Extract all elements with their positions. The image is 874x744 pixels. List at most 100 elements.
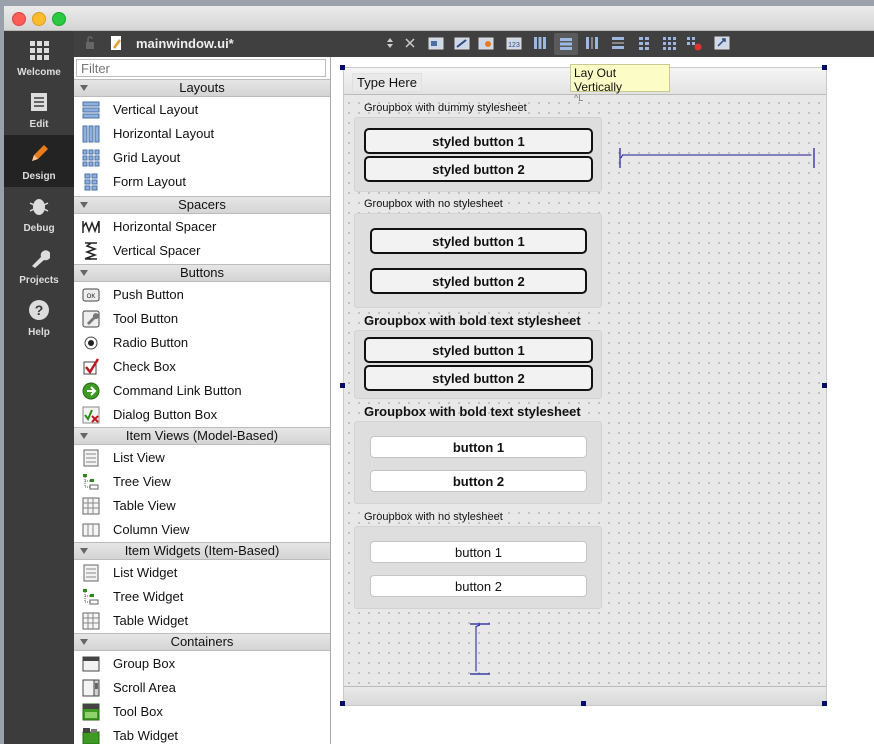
edit-buddies-icon[interactable] [478, 35, 494, 51]
tree-widget-icon [83, 589, 99, 605]
selection-handle[interactable] [340, 65, 345, 70]
list-view-icon [83, 449, 99, 467]
horizontal-spacer[interactable] [619, 146, 815, 170]
chevron-updown-icon[interactable] [382, 35, 398, 51]
layout-grid-icon[interactable] [662, 35, 678, 51]
selection-handle[interactable] [822, 701, 827, 706]
button-1[interactable]: button 1 [370, 436, 587, 458]
button-2[interactable]: button 2 [370, 575, 587, 597]
widget-tool-box[interactable]: Tool Box [74, 699, 330, 723]
widget-label: Dialog Button Box [113, 407, 218, 422]
widget-tab-widget[interactable]: Tab Widget [74, 723, 330, 744]
styled-button-1[interactable]: styled button 1 [364, 128, 593, 154]
widget-label: Tree View [113, 474, 171, 489]
mode-label: Help [28, 327, 50, 338]
groupbox-dummy-stylesheet[interactable]: Groupbox with dummy stylesheet styled bu… [354, 102, 602, 192]
mode-help[interactable]: ? Help [4, 291, 74, 343]
widget-table-view[interactable]: Table View [74, 493, 330, 517]
groupbox-title: Groupbox with no stylesheet [364, 511, 503, 523]
widget-vertical-layout[interactable]: Vertical Layout [74, 97, 330, 121]
groupbox-bold-text-stylesheet[interactable]: Groupbox with bold text stylesheet style… [354, 313, 602, 399]
widget-horizontal-spacer[interactable]: Horizontal Spacer [74, 214, 330, 238]
close-window-button[interactable] [12, 12, 26, 26]
category-spacers[interactable]: Spacers [74, 196, 330, 214]
widget-tool-button[interactable]: Tool Button [74, 306, 330, 330]
groupbox-no-stylesheet-2[interactable]: Groupbox with no stylesheet button 1 but… [354, 511, 602, 609]
break-layout-icon[interactable] [686, 35, 702, 51]
button-1[interactable]: button 1 [370, 541, 587, 563]
widget-column-view[interactable]: Column View [74, 517, 330, 541]
widget-form-layout[interactable]: Form Layout [74, 169, 330, 193]
styled-button-2[interactable]: styled button 2 [364, 156, 593, 182]
widget-label: Scroll Area [113, 680, 176, 695]
selection-handle[interactable] [822, 65, 827, 70]
styled-button-2[interactable]: styled button 2 [370, 268, 587, 294]
layout-splitter-vertical-icon[interactable] [610, 35, 626, 51]
selection-handle[interactable] [340, 701, 345, 706]
layout-horizontal-icon[interactable] [532, 35, 548, 51]
widget-group-box[interactable]: Group Box [74, 651, 330, 675]
groupbox-title: Groupbox with dummy stylesheet [364, 102, 527, 114]
open-file-name[interactable]: mainwindow.ui* [136, 36, 234, 51]
widget-list-view[interactable]: List View [74, 445, 330, 469]
widget-label: Command Link Button [113, 383, 242, 398]
edit-signals-icon[interactable] [454, 35, 470, 51]
widget-check-box[interactable]: Check Box [74, 354, 330, 378]
menu-type-here[interactable]: Type Here [352, 73, 422, 92]
collapse-arrow-icon [80, 270, 88, 276]
category-layouts[interactable]: Layouts [74, 79, 330, 97]
tooltip-lay-out-vertically: Lay Out Vertically ^L [570, 64, 670, 103]
layout-vertical-button[interactable] [554, 33, 578, 55]
edit-widgets-icon[interactable] [428, 35, 444, 51]
styled-button-2[interactable]: styled button 2 [364, 365, 593, 391]
main-window-form[interactable]: Type Here Groupbox with dummy stylesheet… [343, 67, 827, 706]
adjust-size-icon[interactable] [714, 35, 730, 51]
selection-handle[interactable] [822, 383, 827, 388]
widget-filter-input[interactable] [76, 59, 326, 77]
minimize-window-button[interactable] [32, 12, 46, 26]
vertical-spacer[interactable] [468, 623, 492, 675]
widget-list-widget[interactable]: List Widget [74, 560, 330, 584]
mode-debug[interactable]: Debug [4, 187, 74, 239]
category-item-widgets[interactable]: Item Widgets (Item-Based) [74, 542, 330, 560]
layout-splitter-horizontal-icon[interactable] [584, 35, 600, 51]
mode-edit[interactable]: Edit [4, 83, 74, 135]
styled-button-1[interactable]: styled button 1 [370, 228, 587, 254]
widget-label: Tree Widget [113, 589, 184, 604]
widget-dialog-button-box[interactable]: Dialog Button Box [74, 402, 330, 426]
lock-icon[interactable] [82, 35, 98, 51]
mode-projects[interactable]: Projects [4, 239, 74, 291]
button-2[interactable]: button 2 [370, 470, 587, 492]
widget-table-widget[interactable]: Table Widget [74, 608, 330, 632]
widget-tree-widget[interactable]: Tree Widget [74, 584, 330, 608]
zoom-window-button[interactable] [52, 12, 66, 26]
selection-handle[interactable] [340, 383, 345, 388]
widget-push-button[interactable]: OK Push Button [74, 282, 330, 306]
category-buttons[interactable]: Buttons [74, 264, 330, 282]
groupbox-title: Groupbox with bold text stylesheet [364, 313, 581, 328]
widget-command-link-button[interactable]: Command Link Button [74, 378, 330, 402]
widget-label: Tab Widget [113, 728, 179, 743]
mode-label: Design [22, 171, 56, 182]
grid-icon [30, 41, 49, 60]
selection-handle[interactable] [581, 701, 586, 706]
widget-scroll-area[interactable]: Scroll Area [74, 675, 330, 699]
widget-radio-button[interactable]: Radio Button [74, 330, 330, 354]
widget-tree-view[interactable]: Tree View [74, 469, 330, 493]
mode-welcome[interactable]: Welcome [4, 31, 74, 83]
widget-horizontal-layout[interactable]: Horizontal Layout [74, 121, 330, 145]
layout-form-icon[interactable] [636, 35, 652, 51]
widget-grid-layout[interactable]: Grid Layout [74, 145, 330, 169]
category-containers[interactable]: Containers [74, 633, 330, 651]
widget-vertical-spacer[interactable]: Vertical Spacer [74, 238, 330, 262]
groupbox-no-stylesheet[interactable]: Groupbox with no stylesheet styled butto… [354, 198, 602, 308]
command-link-icon [82, 382, 100, 400]
groupbox-bold-text-stylesheet-2[interactable]: Groupbox with bold text stylesheet butto… [354, 404, 602, 504]
mode-design[interactable]: Design [4, 135, 74, 187]
styled-button-1[interactable]: styled button 1 [364, 337, 593, 363]
close-document-icon[interactable] [402, 35, 418, 51]
edit-tab-order-icon[interactable]: 123 [506, 35, 522, 51]
collapse-arrow-icon [80, 85, 88, 91]
category-title: Item Views (Model-Based) [125, 428, 279, 443]
category-item-views[interactable]: Item Views (Model-Based) [74, 427, 330, 445]
